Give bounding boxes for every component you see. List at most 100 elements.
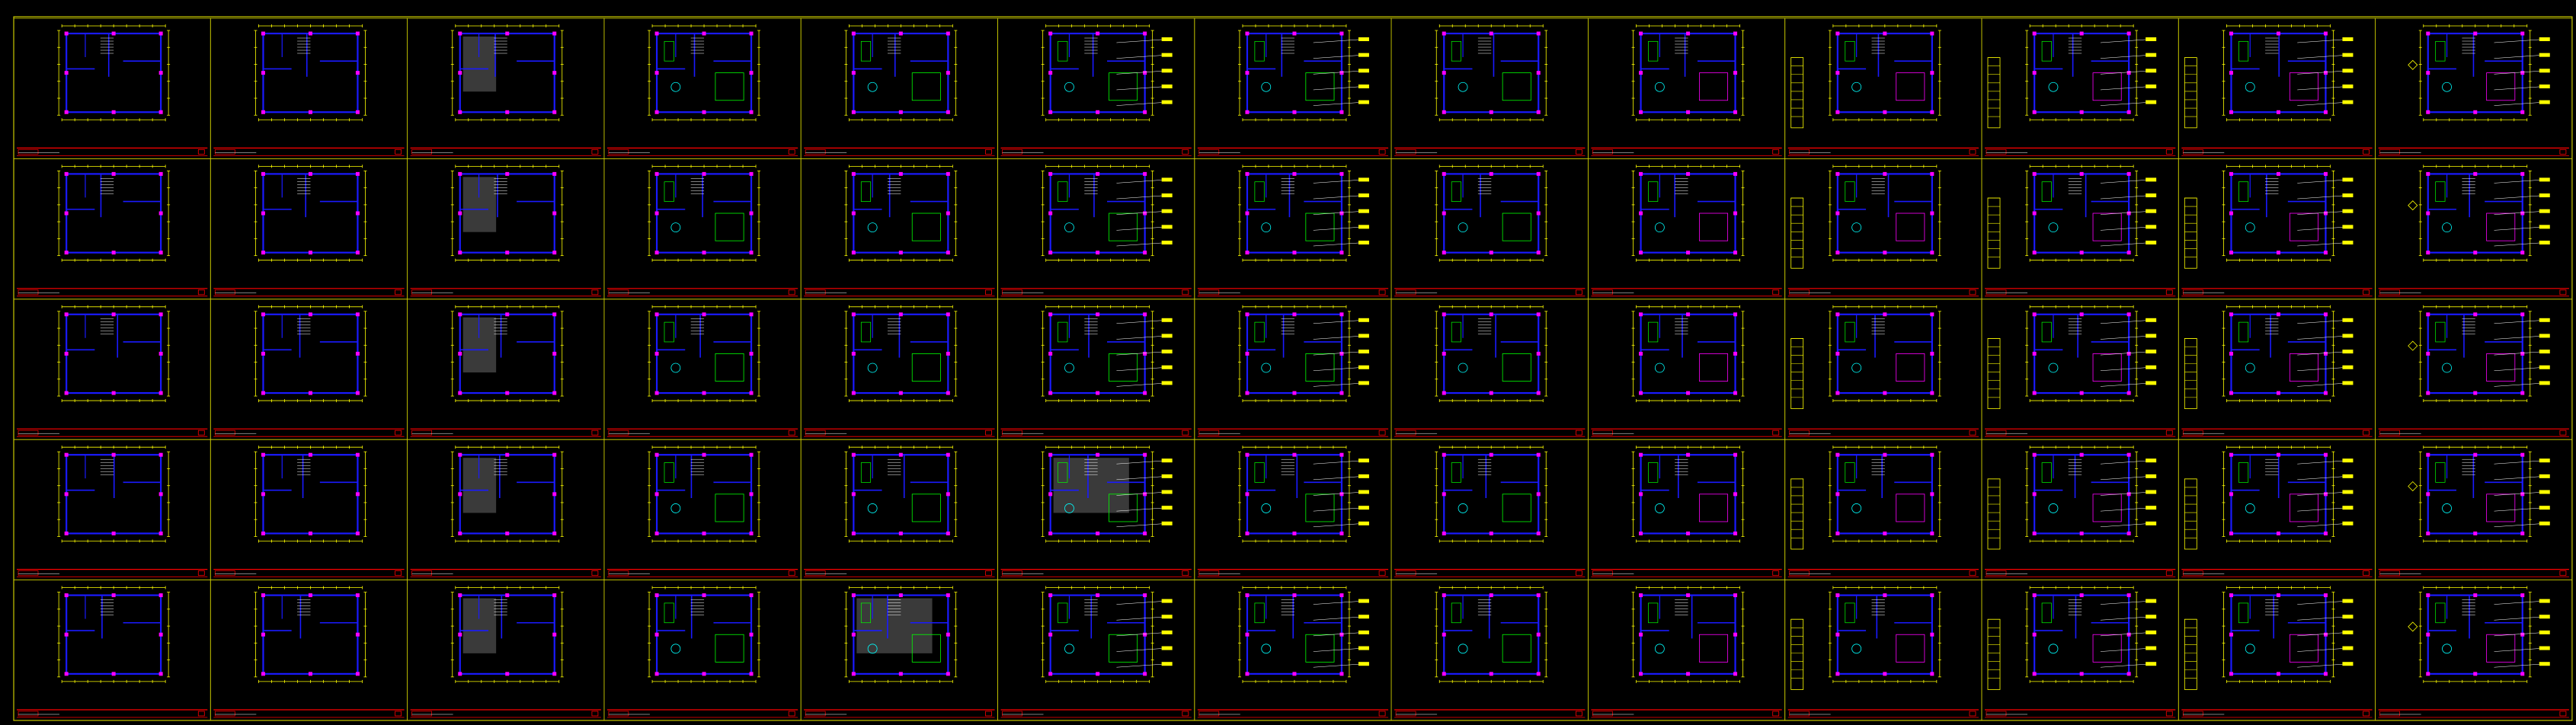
drawing-cell-5-13[interactable] bbox=[2375, 580, 2573, 721]
drawing-cell-5-12[interactable] bbox=[2178, 580, 2376, 721]
drawing-cell-3-1[interactable] bbox=[13, 299, 211, 440]
drawing-cell-4-3[interactable] bbox=[407, 439, 605, 581]
legend-table bbox=[1790, 478, 1804, 550]
drawing-cell-4-8[interactable] bbox=[1390, 439, 1589, 581]
drawing-cell-3-4[interactable] bbox=[603, 299, 802, 440]
drawing-cell-5-2[interactable] bbox=[210, 580, 408, 721]
callout-leaders bbox=[1313, 318, 1369, 387]
drawing-cell-1-5[interactable] bbox=[800, 18, 998, 159]
drawing-cell-2-13[interactable] bbox=[2375, 158, 2573, 300]
interior-walls bbox=[1444, 455, 1539, 498]
drawing-cell-1-12[interactable] bbox=[2178, 18, 2376, 159]
interior-walls bbox=[263, 314, 358, 358]
drawing-cell-3-6[interactable] bbox=[997, 299, 1195, 440]
dimension-lines bbox=[844, 305, 958, 403]
floor-plan bbox=[844, 446, 958, 543]
cell-frame bbox=[1390, 299, 1589, 440]
drawing-cell-5-4[interactable] bbox=[603, 580, 802, 721]
staircase bbox=[1477, 458, 1492, 475]
structural-columns bbox=[654, 593, 754, 676]
drawing-cell-1-4[interactable] bbox=[603, 18, 802, 159]
cell-frame bbox=[1784, 299, 1982, 440]
drawing-cell-5-8[interactable] bbox=[1390, 580, 1589, 721]
drawing-cell-5-3[interactable] bbox=[407, 580, 605, 721]
title-block bbox=[17, 288, 208, 297]
drawing-cell-4-9[interactable] bbox=[1587, 439, 1786, 581]
drawing-cell-5-11[interactable] bbox=[1981, 580, 2179, 721]
drawing-cell-1-8[interactable] bbox=[1390, 18, 1589, 159]
drawing-cell-3-8[interactable] bbox=[1390, 299, 1589, 440]
drawing-cell-4-13[interactable] bbox=[2375, 439, 2573, 581]
cell-frame bbox=[407, 299, 605, 440]
floor-plan bbox=[450, 446, 564, 543]
drawing-cell-3-7[interactable] bbox=[1194, 299, 1392, 440]
drawing-cell-4-5[interactable] bbox=[800, 439, 998, 581]
drawing-cell-5-10[interactable] bbox=[1784, 580, 1982, 721]
exterior-wall bbox=[262, 313, 359, 394]
furniture-fixtures bbox=[1845, 321, 1925, 382]
drawing-cell-4-7[interactable] bbox=[1194, 439, 1392, 581]
drawing-cell-3-9[interactable] bbox=[1587, 299, 1786, 440]
drawing-cell-5-5[interactable] bbox=[800, 580, 998, 721]
drawing-cell-1-6[interactable] bbox=[997, 18, 1195, 159]
drawing-cell-1-7[interactable] bbox=[1194, 18, 1392, 159]
drawing-cell-3-10[interactable] bbox=[1784, 299, 1982, 440]
drawing-cell-4-1[interactable] bbox=[13, 439, 211, 581]
drawing-cell-2-9[interactable] bbox=[1587, 158, 1786, 300]
drawing-cell-3-2[interactable] bbox=[210, 299, 408, 440]
furniture-fixtures bbox=[2238, 181, 2318, 241]
floor-plan bbox=[450, 24, 564, 122]
drawing-cell-4-12[interactable] bbox=[2178, 439, 2376, 581]
structural-columns bbox=[1639, 171, 1738, 255]
drawing-cell-2-8[interactable] bbox=[1390, 158, 1589, 300]
furniture-fixtures bbox=[2041, 40, 2122, 101]
drawing-cell-2-5[interactable] bbox=[800, 158, 998, 300]
drawing-cell-3-13[interactable] bbox=[2375, 299, 2573, 440]
drawing-cell-4-10[interactable] bbox=[1784, 439, 1982, 581]
furniture-fixtures bbox=[1451, 40, 1531, 101]
drawing-cell-3-5[interactable] bbox=[800, 299, 998, 440]
drawing-cell-2-1[interactable] bbox=[13, 158, 211, 300]
title-block bbox=[1000, 709, 1192, 718]
drawing-cell-5-6[interactable] bbox=[997, 580, 1195, 721]
title-block bbox=[1197, 709, 1389, 718]
drawing-cell-1-2[interactable] bbox=[210, 18, 408, 159]
cell-frame bbox=[800, 158, 998, 300]
drawing-cell-4-2[interactable] bbox=[210, 439, 408, 581]
drawing-cell-2-2[interactable] bbox=[210, 158, 408, 300]
drawing-cell-5-1[interactable] bbox=[13, 580, 211, 721]
drawing-cell-2-3[interactable] bbox=[407, 158, 605, 300]
floor-plan bbox=[1041, 305, 1173, 403]
drawing-cell-1-13[interactable] bbox=[2375, 18, 2573, 159]
drawing-cell-2-7[interactable] bbox=[1194, 158, 1392, 300]
dimension-lines bbox=[450, 24, 564, 122]
drawing-cell-2-11[interactable] bbox=[1981, 158, 2179, 300]
staircase bbox=[1871, 178, 1885, 194]
dimension-lines bbox=[2025, 586, 2139, 683]
drawing-cell-2-4[interactable] bbox=[603, 158, 802, 300]
interior-walls bbox=[263, 455, 358, 498]
drawing-cell-5-7[interactable] bbox=[1194, 580, 1392, 721]
drawing-cell-3-3[interactable] bbox=[407, 299, 605, 440]
drawing-cell-1-1[interactable] bbox=[13, 18, 211, 159]
drawing-cell-2-6[interactable] bbox=[997, 158, 1195, 300]
drawing-cell-2-12[interactable] bbox=[2178, 158, 2376, 300]
drawing-cell-1-3[interactable] bbox=[407, 18, 605, 159]
drawing-cell-4-11[interactable] bbox=[1981, 439, 2179, 581]
staircase bbox=[690, 37, 705, 54]
staircase bbox=[887, 458, 901, 475]
furniture-fixtures bbox=[1058, 602, 1138, 663]
drawing-cell-1-11[interactable] bbox=[1981, 18, 2179, 159]
floor-plan bbox=[57, 24, 171, 122]
staircase bbox=[494, 458, 507, 475]
drawing-cell-1-10[interactable] bbox=[1784, 18, 1982, 159]
drawing-cell-2-10[interactable] bbox=[1784, 158, 1982, 300]
callout-leaders bbox=[2100, 599, 2157, 668]
drawing-cell-4-6[interactable] bbox=[997, 439, 1195, 581]
drawing-cell-3-12[interactable] bbox=[2178, 299, 2376, 440]
drawing-cell-1-9[interactable] bbox=[1587, 18, 1786, 159]
drawing-cell-5-9[interactable] bbox=[1587, 580, 1786, 721]
drawing-cell-3-11[interactable] bbox=[1981, 299, 2179, 440]
drawing-cell-4-4[interactable] bbox=[603, 439, 802, 581]
